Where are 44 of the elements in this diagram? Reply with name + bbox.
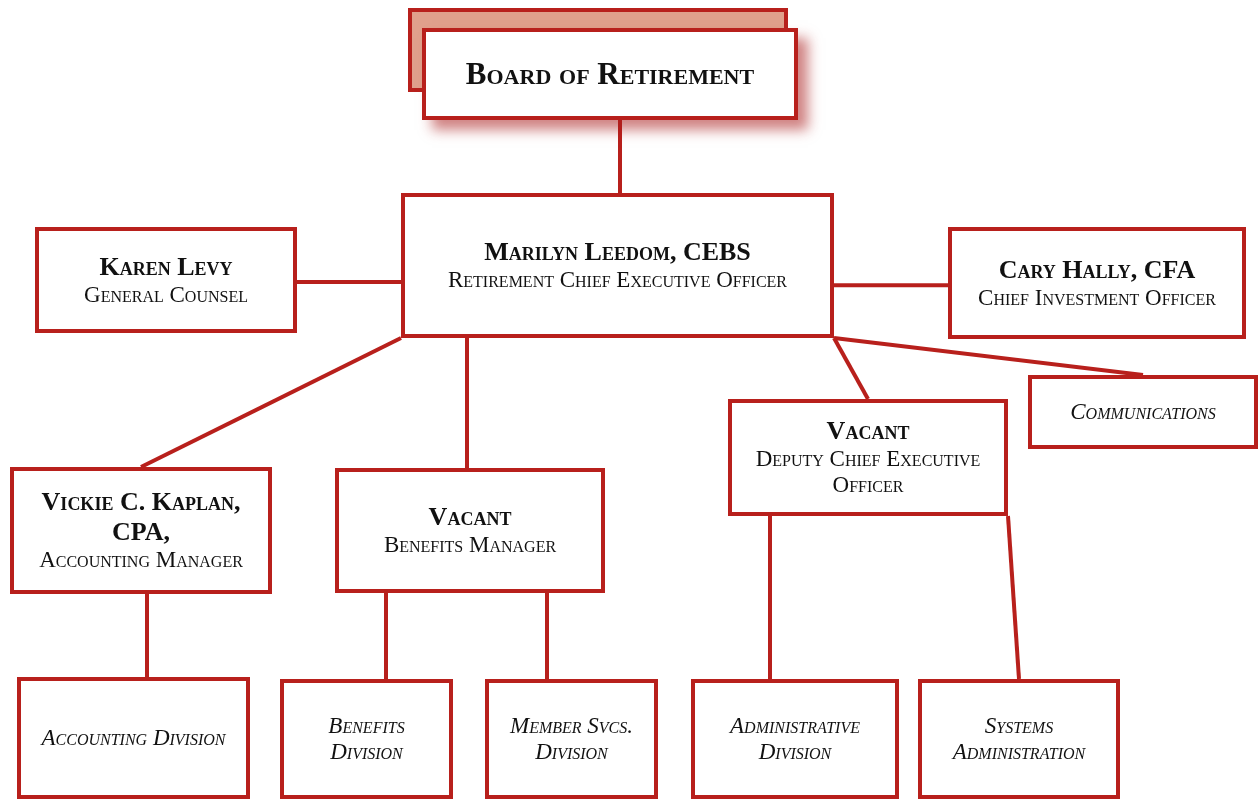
- job-title: Retirement Chief Executive Officer: [448, 267, 787, 294]
- division-box: [17, 677, 250, 799]
- position-box: [10, 467, 272, 594]
- division-box: [691, 679, 899, 799]
- job-title: General Counsel: [84, 281, 248, 309]
- division-name: Systems Administration: [950, 712, 1087, 766]
- division-name: Communications: [1070, 398, 1216, 426]
- person-name: Marilyn Leedom, CEBS: [484, 237, 751, 268]
- connector-line: [465, 338, 469, 468]
- division-name: Member Svcs. Division: [509, 712, 634, 766]
- division-box: [485, 679, 658, 799]
- job-title: Chief Investment Officer: [978, 284, 1216, 312]
- position-box: [35, 227, 297, 333]
- connector-line: [384, 593, 388, 679]
- connector-line: [545, 593, 549, 679]
- connector-line: [768, 516, 772, 679]
- board-box: [422, 28, 798, 120]
- connector-line: [834, 283, 948, 288]
- person-name: Vickie C. Kaplan, CPA,: [40, 487, 242, 548]
- connector-line: [1006, 515, 1021, 680]
- job-title: Benefits Manager: [383, 532, 557, 559]
- board-title: Board of Retirement: [465, 56, 755, 92]
- person-name: Vacant: [826, 416, 910, 446]
- division-name: Accounting Division: [41, 724, 226, 752]
- job-title: Accounting Manager: [39, 547, 243, 574]
- connector-line: [833, 336, 1144, 377]
- person-name: Vacant: [428, 502, 512, 533]
- position-box: [948, 227, 1246, 339]
- division-box: [918, 679, 1120, 799]
- position-box: [335, 468, 605, 593]
- connector-line: [618, 120, 622, 193]
- connector-line: [140, 336, 402, 469]
- job-title: Deputy Chief Executive Officer: [754, 446, 982, 499]
- connector-line: [145, 594, 149, 677]
- person-name: Karen Levy: [99, 251, 233, 282]
- position-box: [728, 399, 1008, 516]
- connector-line: [297, 280, 401, 285]
- division-box: [280, 679, 453, 799]
- division-name: Administrative Division: [728, 712, 861, 766]
- position-box: [401, 193, 834, 338]
- division-box: [1028, 375, 1258, 449]
- division-name: Benefits Division: [327, 712, 406, 766]
- connector-line: [832, 337, 870, 400]
- person-name: Cary Hally, CFA: [998, 254, 1196, 285]
